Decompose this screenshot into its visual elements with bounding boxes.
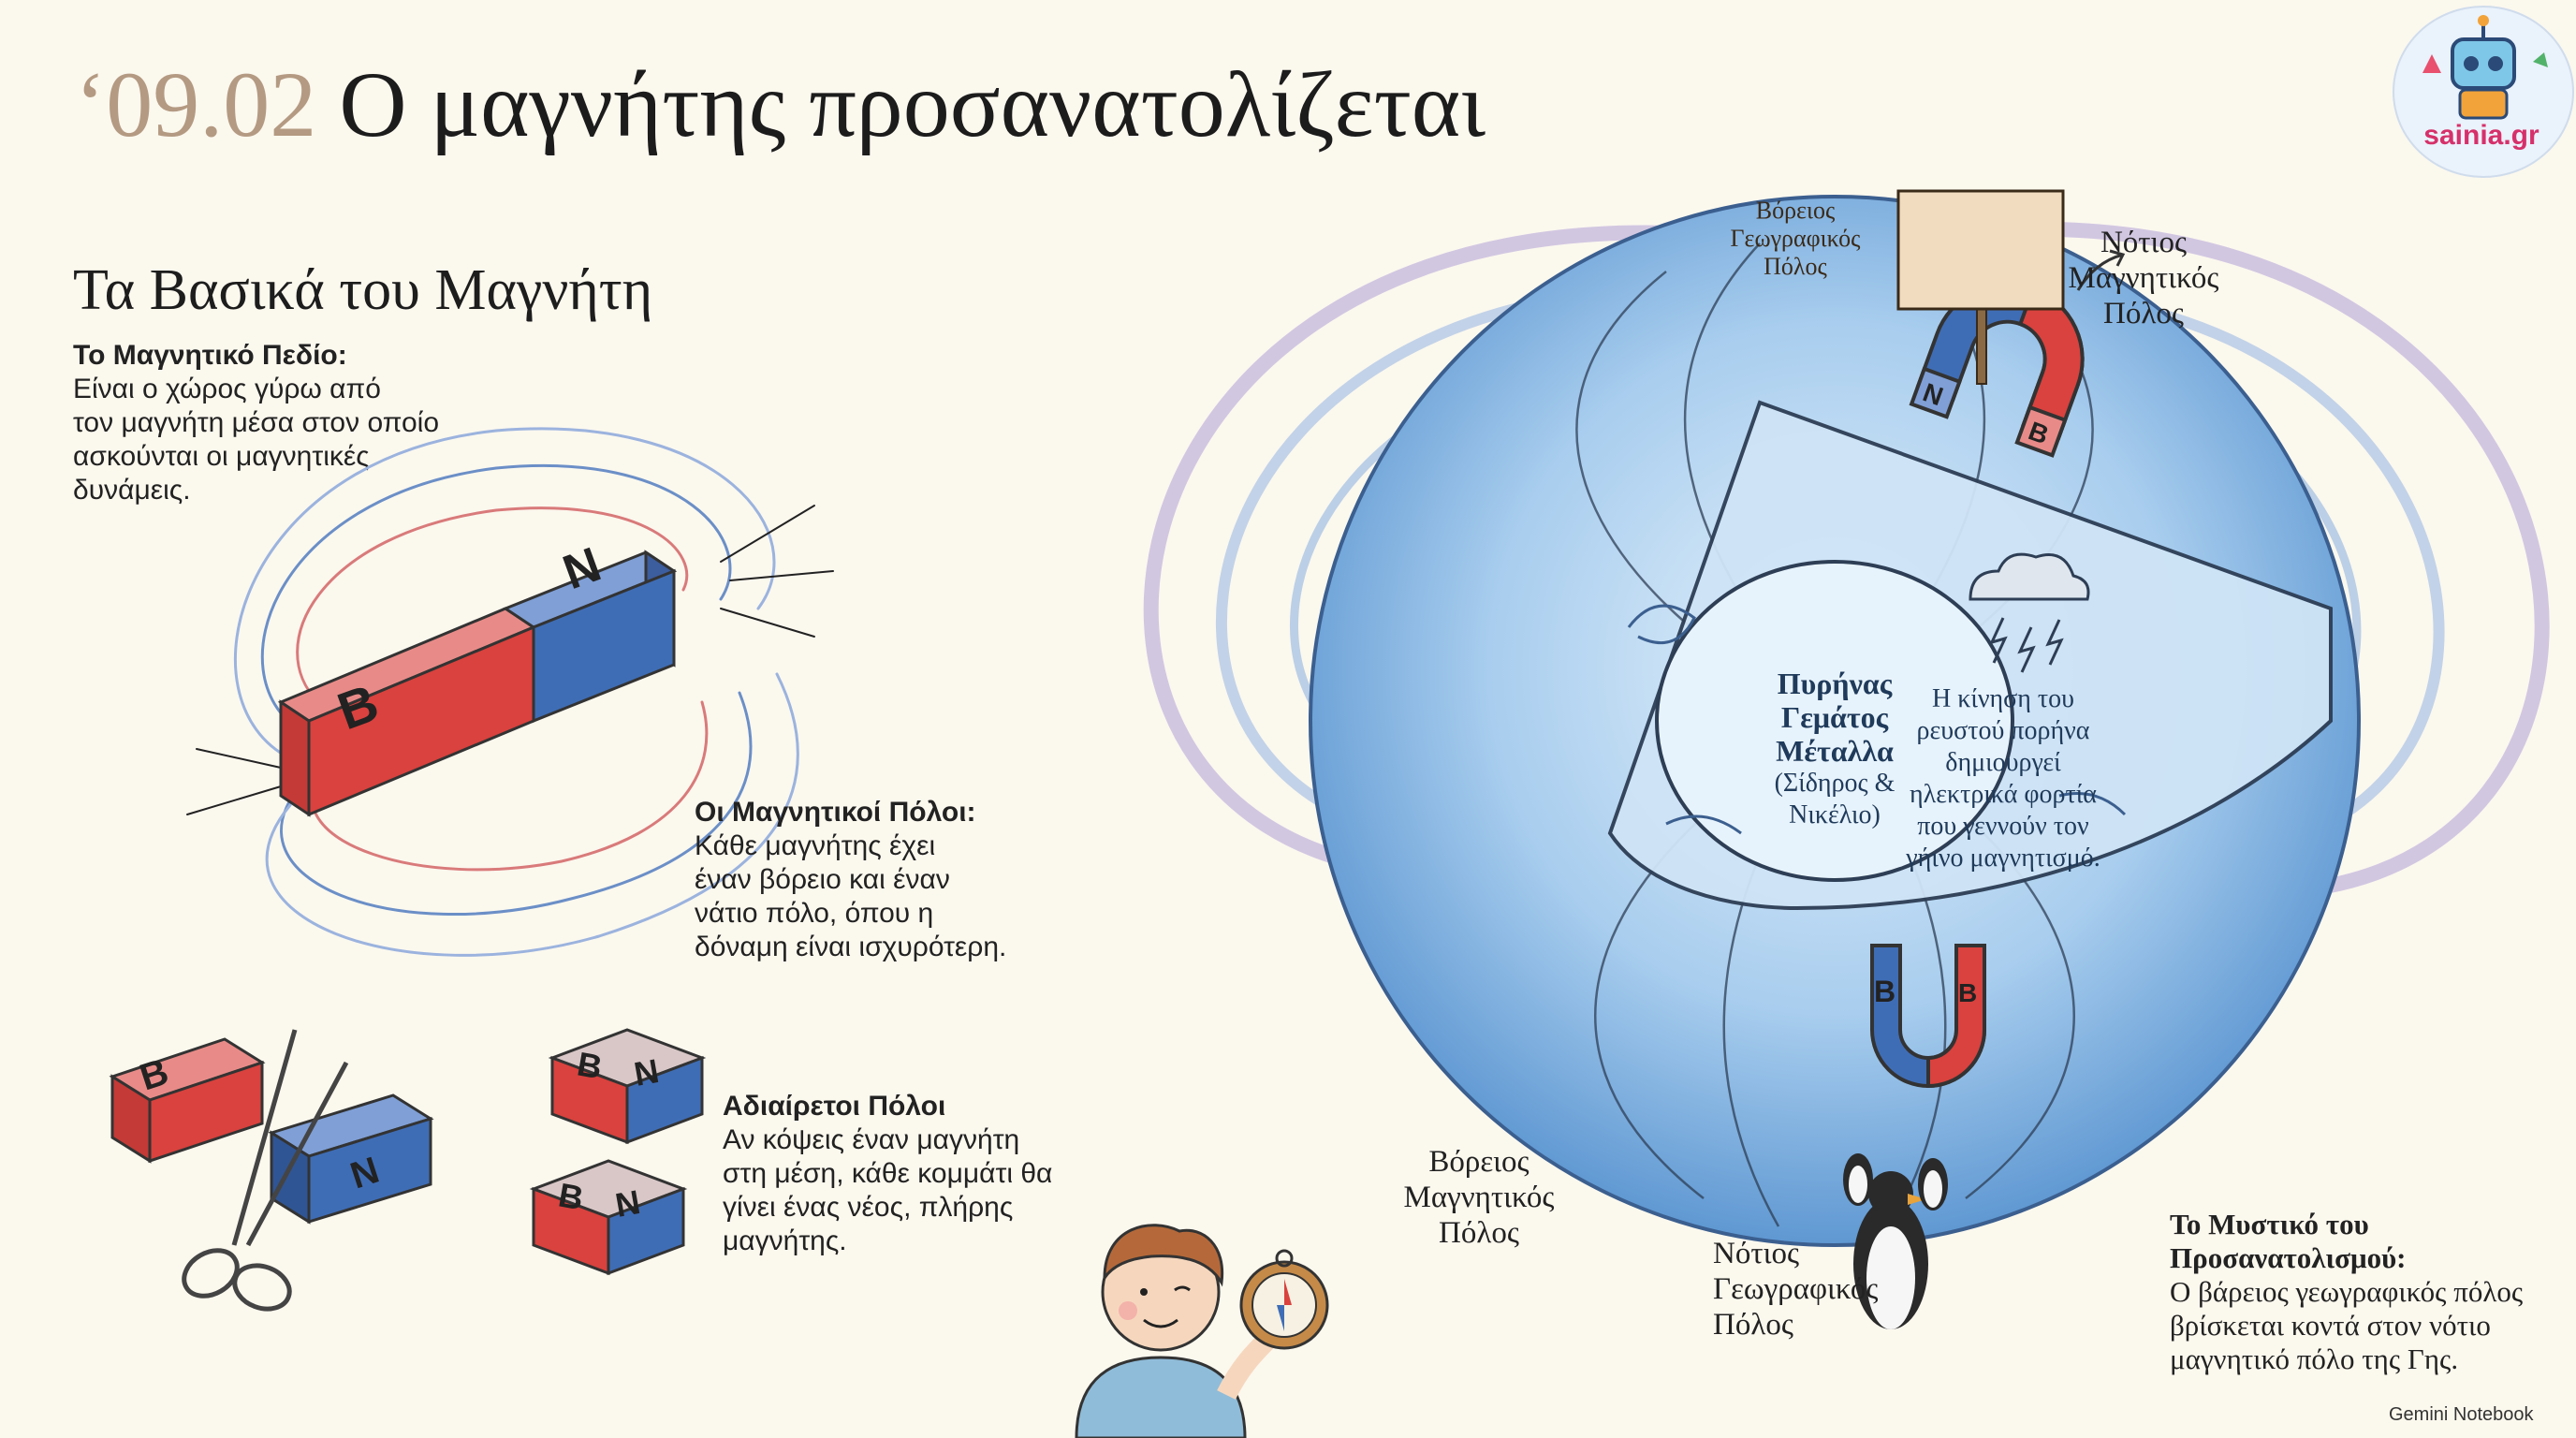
north-geographic-pole-sign: Βόρειος Γεωγραφικός Πόλος (1730, 197, 1861, 280)
core-metals: (Σίδηρος & Νικέλιο) (1774, 769, 1895, 829)
scissors-icon (182, 1029, 349, 1312)
north-magnetic-pole-label: Βόρειος Μαγνητικός Πόλος (1403, 1145, 1555, 1250)
logo-badge (2393, 6, 2574, 178)
title-text: Ο μαγνήτης προσανατολίζεται (339, 52, 1486, 156)
bar-magnet-field-illustration: B N (186, 427, 834, 957)
orientation-secret-text-block: Το Μυστικό του Προσανατολισμού: Ο βάρειο… (2170, 1208, 2563, 1376)
magnetic-poles-text-block: Οι Μαγνητικοί Πόλοι: Κάθε μαγνήτης έχει … (695, 796, 1032, 964)
bottom-magnet-north-letter: B (1958, 978, 1977, 1007)
logo-text: sainia.gr (2423, 120, 2539, 151)
earth-cutaway (1607, 400, 2333, 911)
orientation-secret-description: Ο βάρειος γεωγραφικός πόλος βρίσκεται κο… (2170, 1275, 2524, 1375)
field-line (280, 691, 753, 917)
boy-with-compass-illustration (1075, 1224, 1329, 1438)
earth-core (1655, 560, 2014, 882)
earth-magnetic-field-illustration: N B B B (1143, 189, 2550, 1329)
section-heading: Τα Βασικά του Μαγνήτη (73, 258, 653, 322)
south-geographic-pole-label: Νότιος Γεωγραφικός Πόλος (1713, 1237, 1879, 1342)
cut-magnet-south-half: B (109, 1037, 266, 1164)
field-line (296, 506, 689, 704)
indivisible-poles-label: Αδιαίρετοι Πόλοι (723, 1091, 946, 1122)
cut-magnet-north-half: N (268, 1093, 434, 1225)
section-number: ‘09.02 (75, 52, 317, 156)
field-line (720, 505, 815, 563)
bottom-horseshoe-magnet: B B (1870, 944, 1986, 1089)
field-line (729, 570, 834, 581)
core-title: Πυρήνας Γεμάτος Μέταλλα (1776, 667, 1894, 768)
field-line (260, 463, 732, 732)
magnetic-field-description: Είναι ο χώρος γύρω από τον μαγνήτη μέσα … (73, 374, 440, 506)
bar-magnet: B N (277, 537, 678, 817)
bottom-magnet-south-letter: B (1874, 975, 1895, 1008)
penguin-icon (1853, 1171, 1928, 1329)
field-line (265, 672, 799, 957)
cut-magnet-illustration: B N (109, 1029, 434, 1312)
field-line (186, 785, 282, 815)
indivisible-poles-text-block: Αδιαίρετοι Πόλοι Αν κόψεις έναν μαγνήτη … (723, 1090, 1060, 1258)
fluid-motion-note: Η κίνηση του ρευστού πορήνα δημιουργεί η… (1906, 684, 2100, 873)
indivisible-poles-description: Αν κόψεις έναν μαγνήτη στη μέση, κάθε κο… (723, 1124, 1053, 1256)
pointer-arrow (2076, 249, 2126, 291)
robot-logo-icon (2422, 15, 2548, 120)
compass-icon (1239, 1249, 1329, 1350)
small-magnet-bottom: B N (529, 1159, 688, 1276)
top-horseshoe-magnet: N B (1909, 282, 2085, 458)
small-magnet-top: B N (548, 1028, 707, 1145)
lightning-icon (1969, 552, 2090, 673)
magnetic-field-text-block: Το Μαγνητικό Πεδίο: Είναι ο χώρος γύρω α… (73, 339, 504, 507)
footer-credit: Gemini Notebook (2389, 1404, 2534, 1425)
magnetic-poles-label: Οι Μαγνητικοί Πόλοι: (695, 797, 976, 828)
small-penguin-icon (1843, 1153, 1948, 1211)
field-line (311, 700, 709, 872)
field-line (233, 427, 776, 760)
magnetic-poles-description: Κάθε μαγνήτης έχει έναν βόρειο και έναν … (695, 830, 1007, 962)
magnetic-field-label: Το Μαγνητικό Πεδίο: (73, 340, 347, 371)
south-magnetic-pole-label: Νότιος Μαγνητικός Πόλος (2068, 226, 2219, 330)
orientation-secret-label: Το Μυστικό του Προσανατολισμού: (2170, 1208, 2407, 1274)
field-line (720, 608, 815, 638)
geographic-pole-signpost (1896, 189, 2065, 385)
field-line (196, 748, 282, 769)
core-label: Πυρήνας Γεμάτος Μέταλλα (Σίδηρος & Νικέλ… (1685, 667, 1984, 831)
